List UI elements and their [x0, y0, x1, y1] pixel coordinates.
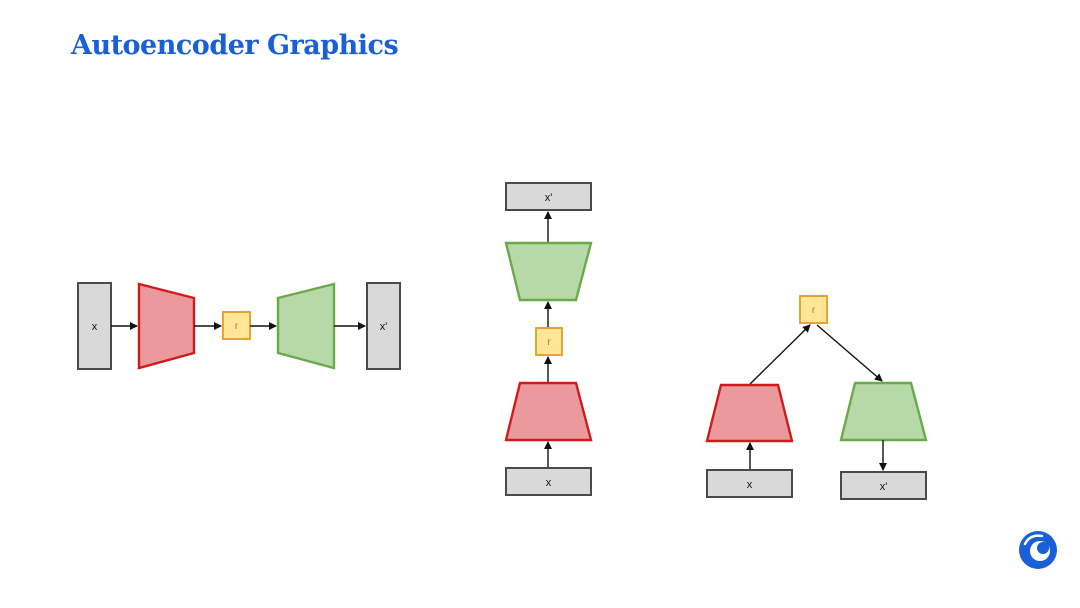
code-label: r — [547, 337, 551, 348]
output-box — [505, 182, 592, 211]
code-label: r — [235, 321, 239, 332]
brand-swirl-icon — [1019, 531, 1057, 569]
input-box — [77, 282, 112, 370]
input-label: x — [747, 479, 753, 491]
code-box — [799, 295, 828, 324]
branching-autoencoder: r x x' — [705, 295, 928, 500]
input-box — [706, 469, 793, 498]
output-label: x' — [880, 481, 888, 493]
slide-title: Autoencoder Graphics — [71, 30, 399, 61]
input-box — [505, 467, 592, 496]
edge-code-to-decoder — [816, 324, 883, 382]
horizontal-autoencoder: x r x' — [77, 282, 401, 370]
output-label: x' — [545, 192, 553, 204]
edge-encoder-to-code — [749, 324, 811, 385]
decoder-trapezoid — [839, 381, 928, 442]
encoder-trapezoid — [504, 381, 593, 442]
code-label: r — [812, 305, 816, 316]
output-label: x' — [380, 321, 388, 333]
output-box — [840, 471, 927, 500]
encoder-trapezoid — [705, 383, 794, 443]
vertical-autoencoder: x' r x — [504, 182, 593, 496]
encoder-trapezoid — [137, 282, 196, 370]
input-label: x — [92, 321, 98, 333]
code-box — [535, 327, 563, 356]
decoder-trapezoid — [504, 241, 593, 302]
decoder-trapezoid — [276, 282, 336, 370]
output-box — [366, 282, 401, 370]
input-label: x — [546, 477, 552, 489]
